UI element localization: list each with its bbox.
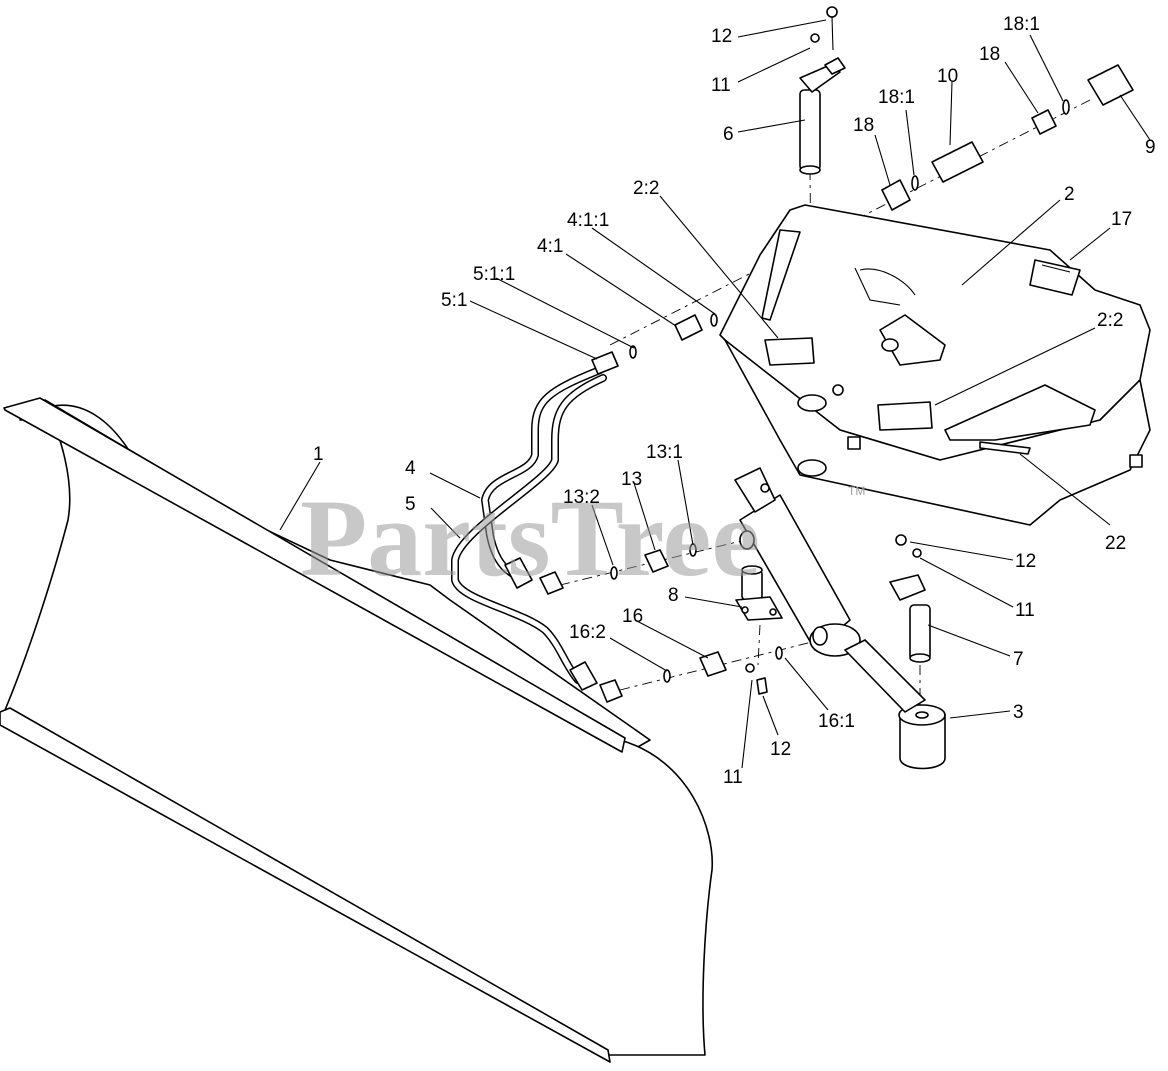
- oring-5-1-1: [629, 345, 637, 359]
- decal-part-17: [1029, 259, 1081, 296]
- blade-top-edge: [3, 397, 626, 753]
- pivot-hole-upper: [797, 394, 827, 412]
- oring-13-2: [610, 566, 618, 580]
- callout-10: 10: [937, 66, 958, 87]
- callout-2: 2: [1064, 184, 1075, 205]
- callout-13-2: 13:2: [563, 487, 600, 508]
- oring-16-2: [663, 669, 671, 683]
- fitting-part-13: [610, 543, 697, 580]
- fitting-4-1: [674, 314, 703, 341]
- hose-4-inner: [482, 367, 603, 578]
- callout-4-1: 4:1: [537, 236, 563, 257]
- blade-face: [4, 399, 714, 1056]
- spacer-part-3: [898, 704, 946, 770]
- callout-2-2-lower: 2:2: [1097, 310, 1123, 331]
- oring-18-1-left: [911, 175, 919, 191]
- callout-16-1: 16:1: [818, 711, 855, 732]
- blade-bottom-edge: [0, 707, 611, 1063]
- pivot-pin-part-7: [889, 574, 931, 663]
- fitting-18-right: [1031, 109, 1057, 135]
- coupler-10: [931, 141, 984, 183]
- callout-18-1-right: 18:1: [1003, 14, 1040, 35]
- callout-4-1-1: 4:1:1: [567, 210, 609, 231]
- leader-lines: [279, 19, 1151, 769]
- callout-7: 7: [1013, 649, 1024, 670]
- callout-16: 16: [622, 606, 643, 627]
- callout-18-left: 18: [853, 115, 874, 136]
- oring-4-1-1: [710, 313, 718, 327]
- strip-part-22: [979, 441, 1031, 455]
- pin-part-8: [735, 565, 783, 621]
- callout-13-1: 13:1: [646, 442, 683, 463]
- callout-11-bottom: 11: [723, 767, 743, 788]
- bolts: [745, 6, 922, 695]
- frame-plate-22: [944, 384, 1096, 441]
- hydraulic-cylinder: [734, 467, 926, 713]
- pivot-pin-part-6: [799, 57, 846, 175]
- decal-2-2-upper: [764, 337, 815, 366]
- cylinder-rod: [844, 639, 926, 713]
- callout-8: 8: [668, 585, 679, 606]
- hose-5-inner: [452, 375, 606, 683]
- couplers: [881, 64, 1134, 211]
- callout-12-right: 12: [1015, 551, 1036, 572]
- callout-16-2: 16:2: [569, 622, 606, 643]
- decal-2-2-lower: [877, 401, 933, 431]
- callout-12-bottom: 12: [770, 739, 791, 760]
- oring-16-1: [775, 646, 783, 660]
- callout-12-top: 12: [711, 26, 732, 47]
- callout-4: 4: [405, 458, 416, 479]
- oring-18-1-right: [1062, 99, 1070, 115]
- pivot-hole-lower: [797, 459, 827, 477]
- callout-18-1-left: 18:1: [878, 87, 915, 108]
- coupler-9: [1087, 64, 1134, 106]
- callout-11-right: 11: [1015, 600, 1035, 621]
- callout-5-1-1: 5:1:1: [473, 264, 515, 285]
- hoses: [451, 366, 623, 703]
- callout-9: 9: [1145, 137, 1156, 158]
- callout-13: 13: [621, 469, 642, 490]
- callout-11-top: 11: [711, 75, 731, 96]
- callout-5-1: 5:1: [441, 290, 467, 311]
- callout-5: 5: [405, 494, 416, 515]
- callout-3: 3: [1013, 702, 1024, 723]
- callout-labels: 1 2 2:2 2:2 3 4 4:1 4:1:1 5 5:1 5:1:1 6 …: [313, 14, 1156, 788]
- cylinder-clevis: [734, 467, 776, 513]
- blade-part-1: [0, 397, 714, 1063]
- watermark-tm: TM: [848, 484, 865, 498]
- callout-22: 22: [1105, 533, 1126, 554]
- callout-2-2-upper: 2:2: [633, 178, 659, 199]
- fitting-18-left: [881, 179, 911, 211]
- hose-fittings: [591, 313, 718, 375]
- callout-18-right: 18: [979, 44, 1000, 65]
- frame-bracket: [879, 314, 946, 366]
- callout-17: 17: [1111, 209, 1132, 230]
- frame-bottom-plate: [724, 339, 1151, 526]
- fitting-part-16: [663, 646, 783, 683]
- watermark-text: PartsTree: [300, 477, 760, 599]
- fitting-5-1: [591, 351, 619, 375]
- callout-1: 1: [313, 444, 324, 465]
- callout-6: 6: [723, 124, 734, 145]
